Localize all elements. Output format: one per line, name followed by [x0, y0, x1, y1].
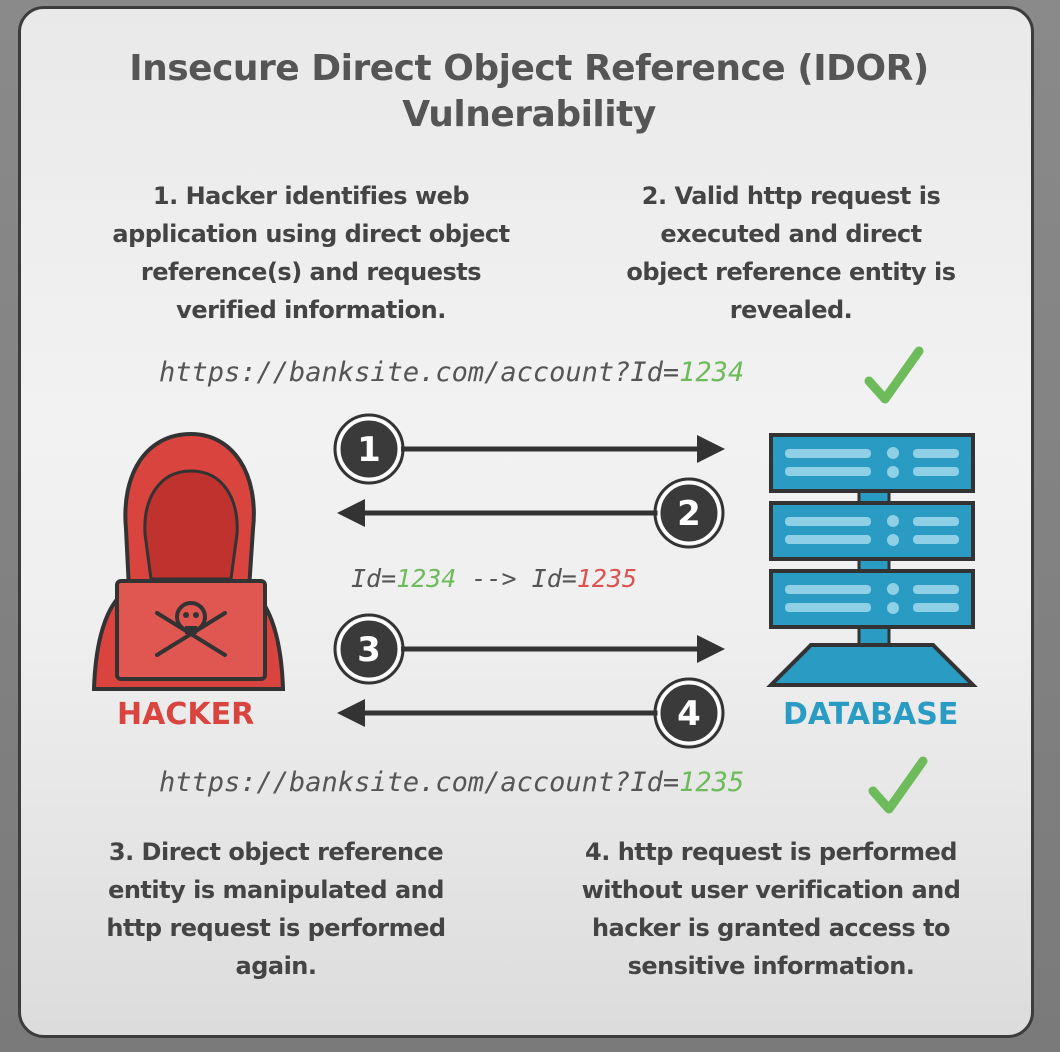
id-a-value: 1234	[396, 564, 457, 593]
arrow-4-number: 4	[677, 694, 701, 734]
id-arrow: -->	[456, 564, 532, 593]
step-1-line: reference(s) and requests	[140, 258, 482, 286]
title-line-1: Insecure Direct Object Reference (IDOR)	[129, 48, 929, 89]
step-3-line: 3. Direct object reference	[108, 838, 444, 866]
url-bottom: https://banksite.com/account?Id=1235	[159, 767, 744, 798]
step-4-line: without user verification and	[581, 876, 961, 904]
step-2-line: object reference entity is	[626, 258, 956, 286]
step-4-line: 4. http request is performed	[585, 838, 957, 866]
url-top-prefix: https://banksite.com/account?Id=	[159, 357, 680, 388]
step-4-text: 4. http request is performed without use…	[541, 833, 1001, 985]
idor-flow-diagram: 1 2 3 4	[91, 413, 978, 749]
id-b-value: 1235	[576, 564, 638, 593]
check-icon	[864, 346, 924, 404]
step-2-text: 2. Valid http request is executed and di…	[581, 177, 1001, 329]
arrow-4-response	[337, 677, 725, 749]
step-4-line: hacker is granted access to	[591, 914, 951, 942]
url-bottom-id: 1235	[679, 767, 745, 798]
step-3-text: 3. Direct object reference entity is man…	[71, 833, 481, 985]
url-top: https://banksite.com/account?Id=1234	[159, 357, 744, 388]
step-2-line: executed and direct	[660, 220, 922, 248]
step-1-line: verified information.	[176, 296, 446, 324]
server-database-icon	[766, 433, 978, 687]
step-2-line: revealed.	[729, 296, 853, 324]
step-3-line: again.	[235, 952, 318, 980]
title-line-2: Vulnerability	[402, 94, 656, 135]
arrow-3-number: 3	[357, 630, 381, 670]
id-a-label: Id=	[351, 564, 397, 593]
step-1-line: 1. Hacker identifies web	[152, 182, 470, 210]
infographic-card: Insecure Direct Object Reference (IDOR) …	[18, 6, 1034, 1038]
id-manipulation: Id=1234 --> Id=1235	[351, 564, 637, 593]
step-1-text: 1. Hacker identifies web application usi…	[81, 177, 541, 329]
arrow-2-response	[337, 477, 725, 549]
arrow-1-number: 1	[357, 430, 381, 470]
step-1-line: application using direct object	[112, 220, 510, 248]
hooded-hacker-icon	[91, 431, 286, 691]
step-3-line: http request is performed	[106, 914, 446, 942]
url-top-id: 1234	[679, 357, 745, 388]
step-3-line: entity is manipulated and	[108, 876, 444, 904]
database-label: DATABASE	[783, 697, 959, 732]
step-2-line: 2. Valid http request is	[641, 182, 941, 210]
arrow-2-number: 2	[677, 494, 701, 534]
hacker-label: HACKER	[117, 697, 255, 732]
arrow-3-request	[333, 613, 725, 685]
id-b-label: Id=	[531, 564, 577, 593]
step-4-line: sensitive information.	[627, 952, 915, 980]
url-bottom-prefix: https://banksite.com/account?Id=	[159, 767, 680, 798]
arrow-1-request	[333, 413, 725, 485]
check-icon	[868, 756, 928, 814]
